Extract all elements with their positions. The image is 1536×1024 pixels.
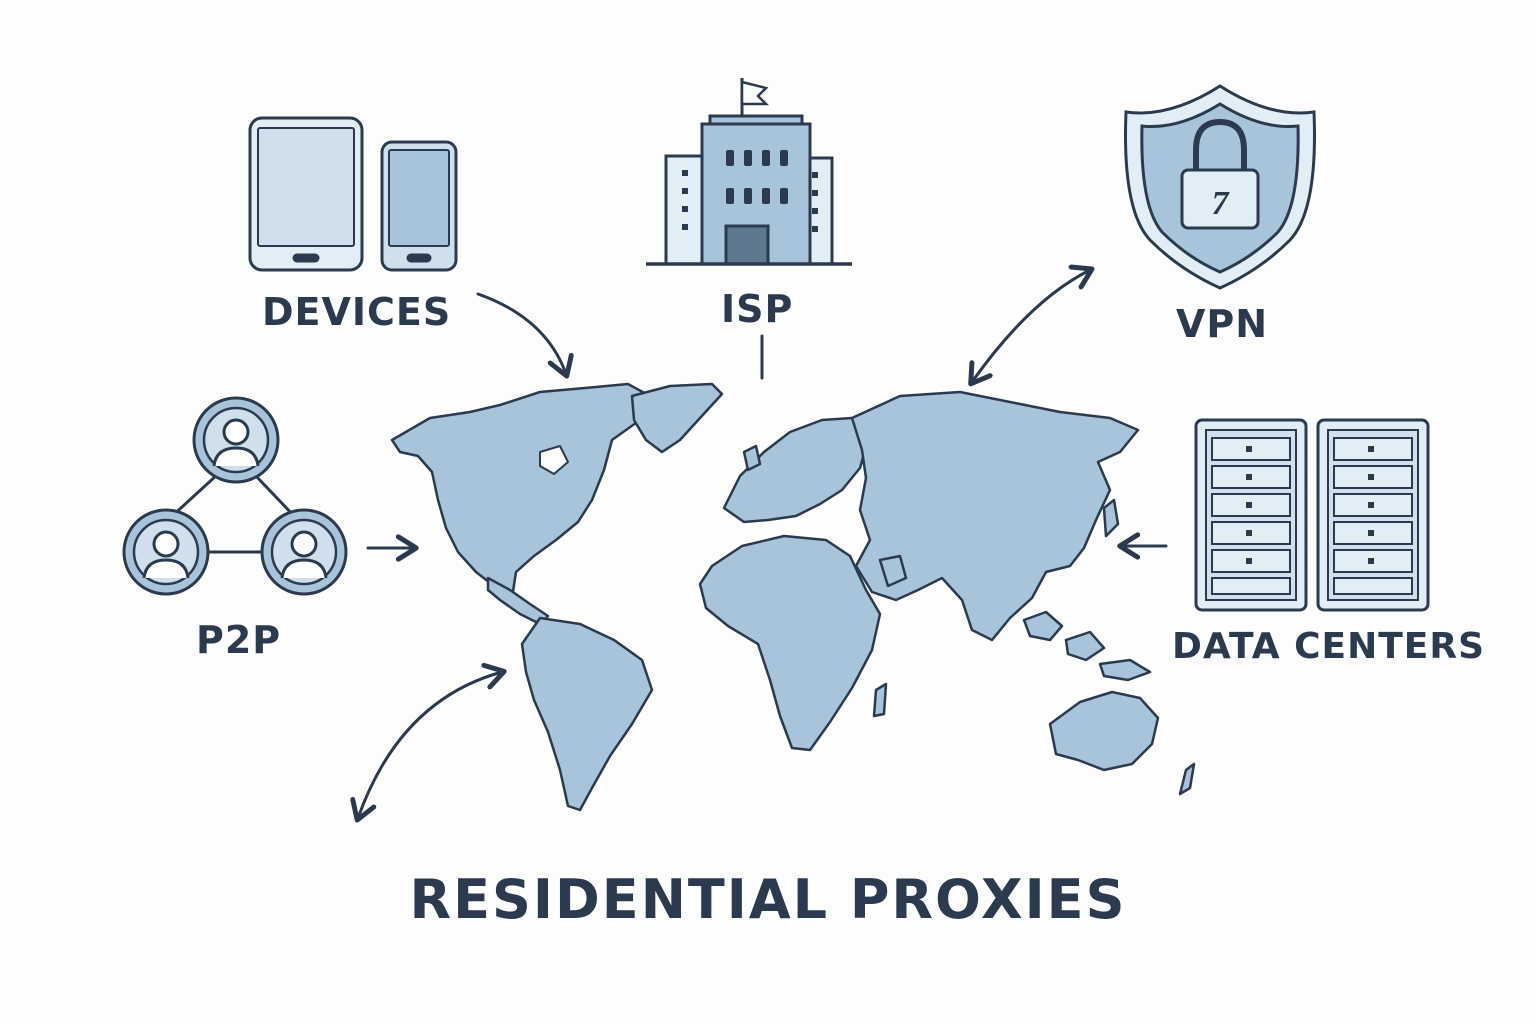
- continent-central-america: [486, 576, 550, 626]
- arrow-southwest-bidirectional: [358, 672, 502, 818]
- vpn-label: VPN: [1176, 302, 1269, 346]
- server-rack-left: [1194, 418, 1308, 612]
- building-icon: [646, 78, 852, 266]
- continent-south-america: [520, 616, 654, 812]
- continent-europe: [722, 416, 870, 524]
- server-rack-right: [1316, 418, 1430, 612]
- continent-asia: [850, 390, 1140, 642]
- continent-africa: [698, 534, 882, 752]
- flag-icon: [740, 80, 770, 106]
- lock-glyph: 7: [1212, 185, 1231, 222]
- arrow-devices-to-map: [476, 292, 566, 374]
- islands-southeast-asia: [1022, 610, 1064, 642]
- tablet-phone-icon: [248, 116, 458, 272]
- connectors: [358, 270, 1168, 818]
- lock-shackle: [1193, 118, 1247, 172]
- data-centers-label: DATA CENTERS: [1172, 626, 1486, 667]
- peer-network-icon: [122, 396, 348, 596]
- diagram-title: RESIDENTIAL PROXIES: [409, 868, 1127, 931]
- continent-australia: [1048, 690, 1160, 772]
- door-icon: [724, 224, 770, 266]
- user-icon: [152, 530, 180, 558]
- p2p-label: P2P: [196, 618, 282, 662]
- lock-icon: [1180, 168, 1260, 230]
- user-icon: [222, 418, 250, 446]
- peer-right: [260, 508, 348, 596]
- peer-top: [192, 396, 280, 484]
- world-map-icon: [390, 382, 1196, 812]
- server-rack-icon: [1194, 418, 1430, 612]
- continent-north-america: [390, 382, 652, 600]
- user-icon: [290, 530, 318, 558]
- devices-label: DEVICES: [262, 290, 452, 334]
- continent-greenland: [630, 382, 724, 454]
- shield-lock-icon: 7: [1124, 84, 1316, 290]
- arrow-vpn-bidirectional: [972, 270, 1090, 382]
- peer-left: [122, 508, 210, 596]
- isp-label: ISP: [721, 287, 794, 331]
